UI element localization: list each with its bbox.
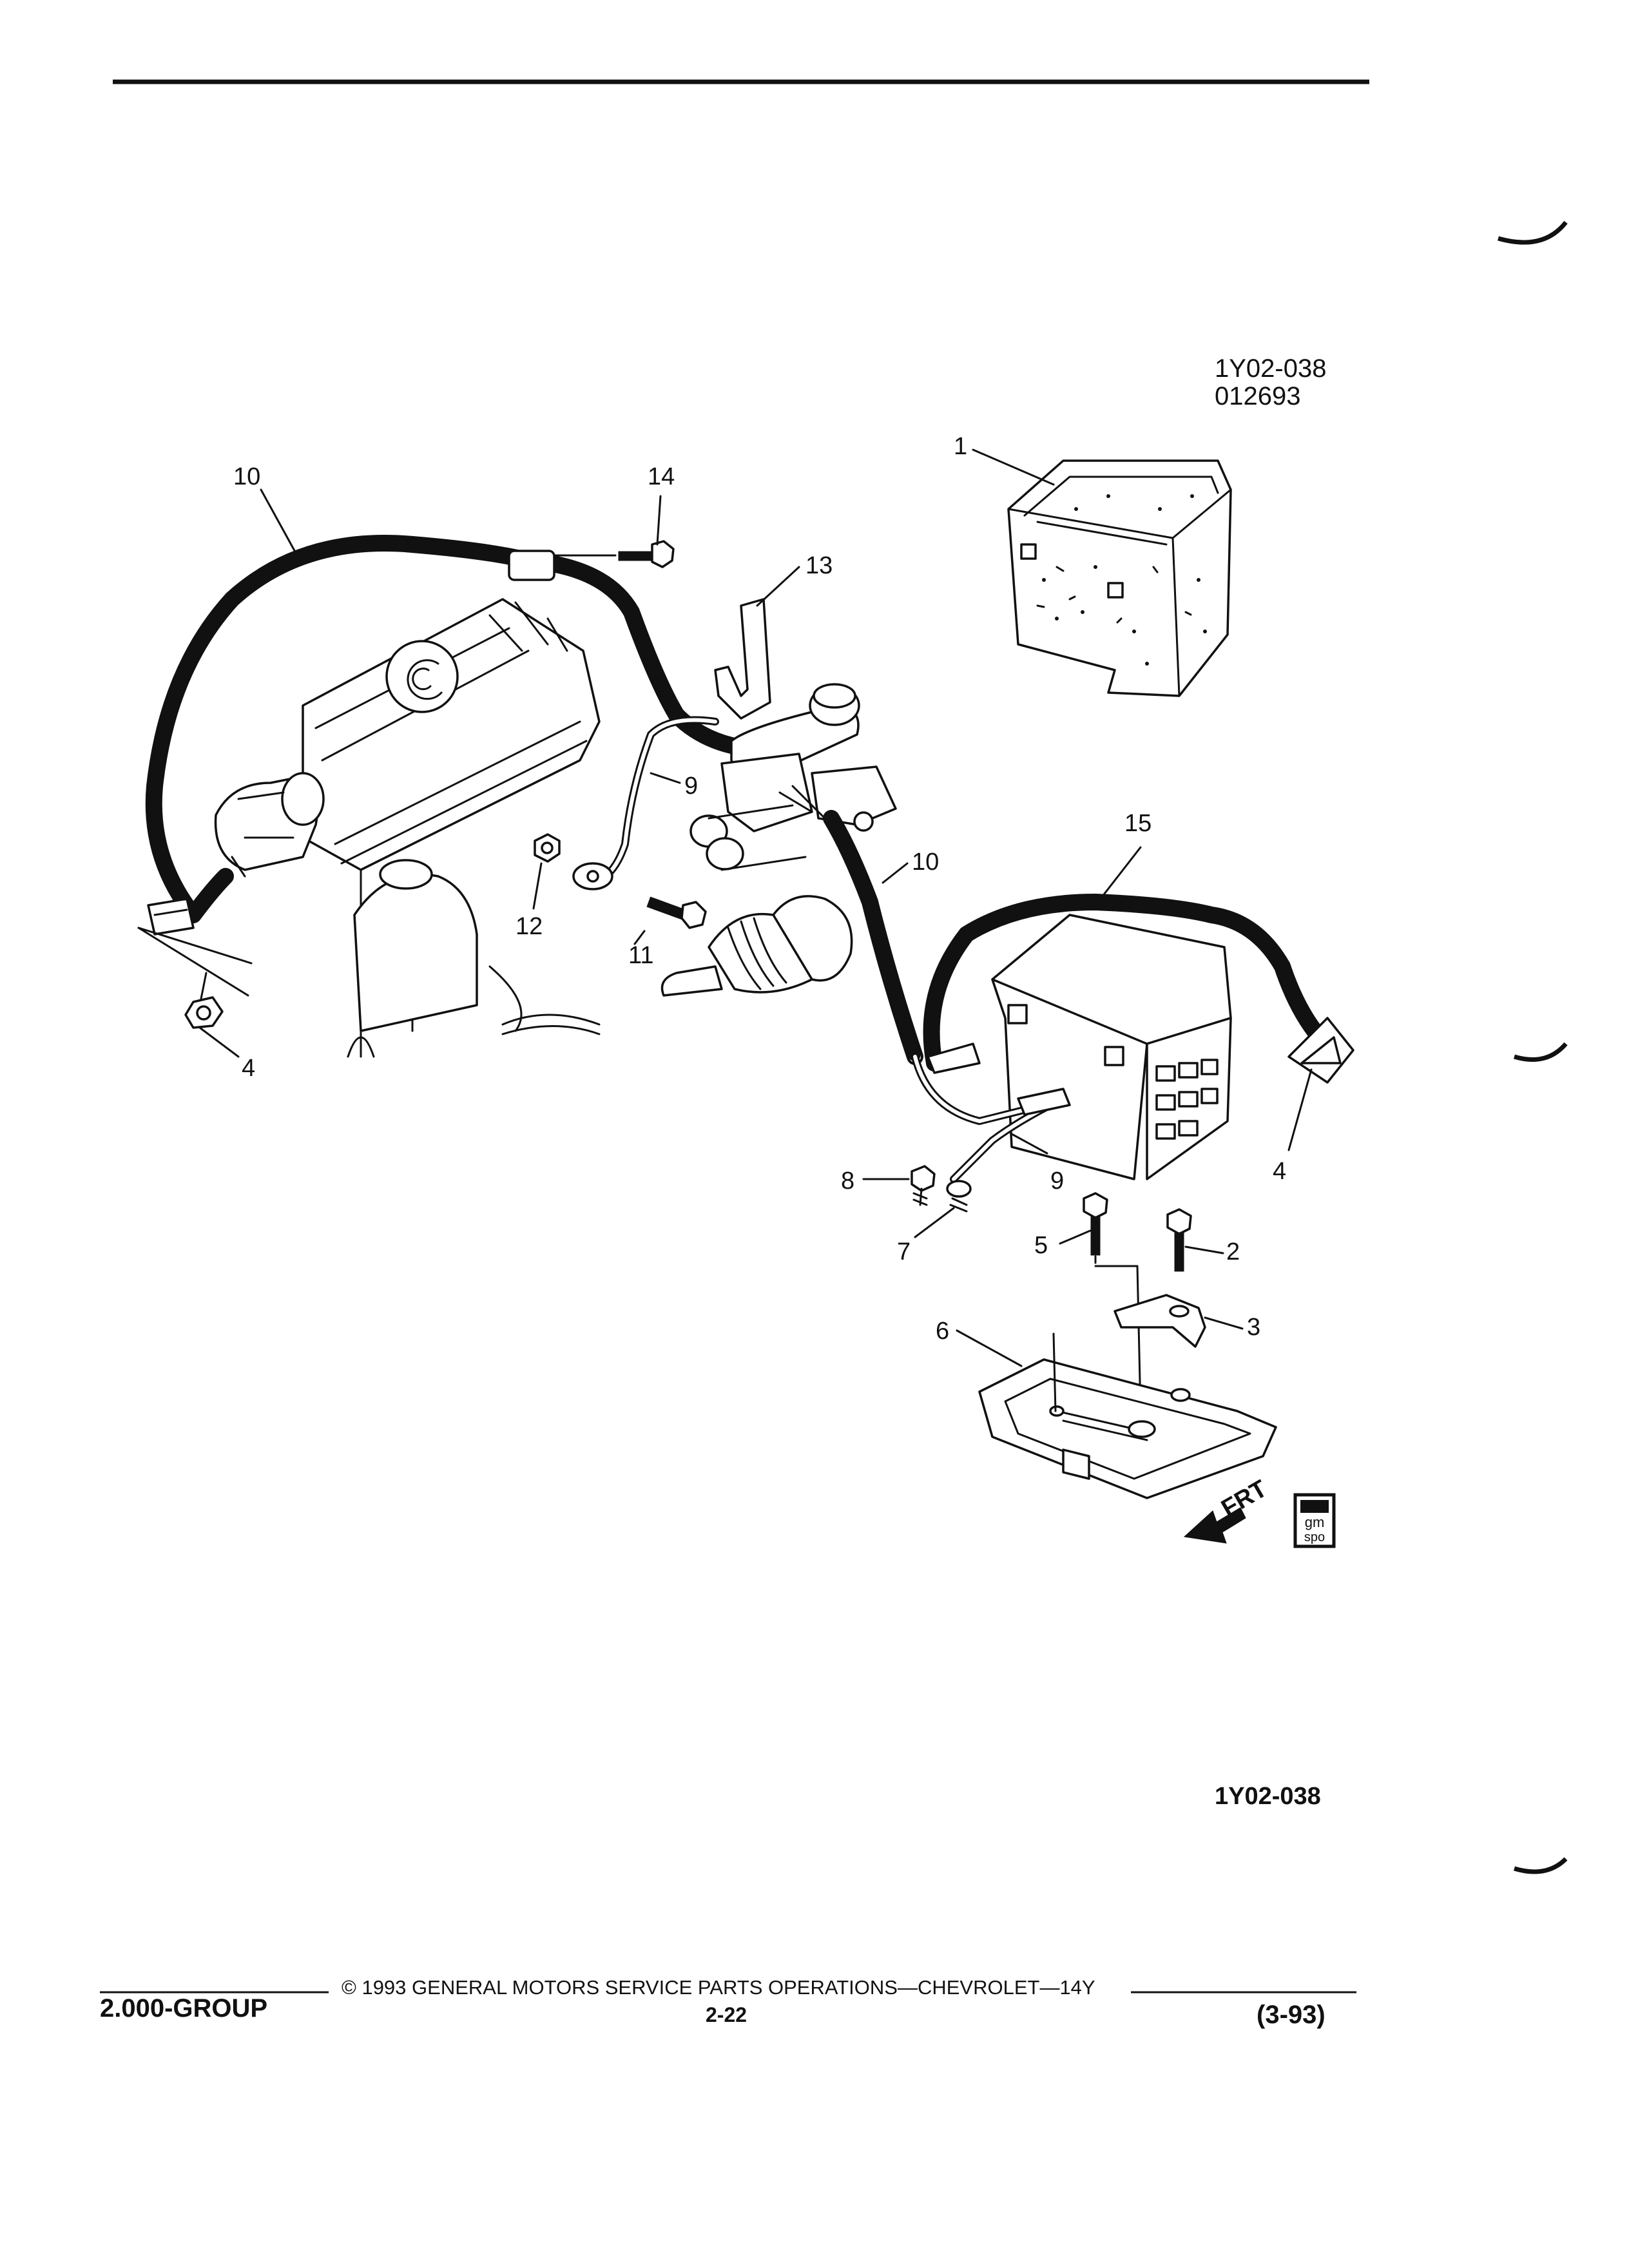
callout-1: 1: [954, 433, 967, 460]
front-direction-arrow: FRT: [1183, 1475, 1271, 1544]
battery-tray-6: [978, 1332, 1277, 1499]
callout-leaders: [137, 448, 1313, 1367]
bolt-11: [633, 896, 707, 945]
binding-mark-1: [1498, 220, 1568, 245]
callout-11: 11: [628, 942, 653, 969]
footer-group: 2.000-GROUP: [100, 1994, 267, 2023]
callout-14: 14: [648, 463, 675, 490]
battery: [991, 914, 1232, 1180]
hold-down-clamp-3: [1113, 1294, 1206, 1348]
master-cylinder: [689, 683, 897, 871]
svg-text:gm: gm: [1305, 1514, 1325, 1530]
nut-4-left: [137, 927, 249, 1029]
battery-insulator-1: [1007, 459, 1232, 697]
callout-4-left: 4: [242, 1055, 255, 1082]
callout-10-left: 10: [233, 463, 260, 490]
callout-5: 5: [1034, 1232, 1048, 1259]
figure-reference: 1Y02-038: [1215, 1783, 1321, 1810]
callout-2: 2: [1226, 1238, 1240, 1265]
footer-revision: (3-93): [1257, 2001, 1325, 2029]
callout-8: 8: [841, 1168, 854, 1195]
drawing-number: 1Y02-038: [1215, 354, 1326, 383]
callout-9-upper: 9: [684, 773, 698, 800]
washer-7: [946, 1180, 972, 1213]
bracket-13: [714, 598, 771, 720]
callout-9-lower: 9: [1050, 1168, 1064, 1195]
footer-page: 2-22: [706, 2003, 747, 2026]
drawing-date: 012693: [1215, 382, 1300, 410]
bolt-8: [911, 1165, 936, 1206]
binding-mark-2: [1513, 1042, 1568, 1062]
nut-12: [532, 833, 561, 910]
engine-block: [302, 598, 601, 1058]
callout-7: 7: [897, 1238, 911, 1265]
callout-13: 13: [805, 552, 833, 579]
binding-mark-3: [1513, 1857, 1568, 1874]
svg-text:spo: spo: [1304, 1530, 1325, 1544]
callout-15: 15: [1124, 810, 1152, 837]
footer-copyright: © 1993 GENERAL MOTORS SERVICE PARTS OPER…: [342, 1976, 1095, 1999]
starter-motor: [214, 772, 325, 878]
callout-12: 12: [516, 913, 543, 940]
bolt-14: [553, 540, 675, 568]
callout-6: 6: [936, 1318, 949, 1345]
callout-3: 3: [1247, 1314, 1260, 1341]
gm-spo-logo: gm spo: [1293, 1493, 1336, 1548]
callout-4-right: 4: [1273, 1158, 1286, 1185]
bolt-2: [1166, 1208, 1192, 1272]
callout-10-right: 10: [912, 849, 939, 876]
brake-booster: [660, 895, 853, 997]
